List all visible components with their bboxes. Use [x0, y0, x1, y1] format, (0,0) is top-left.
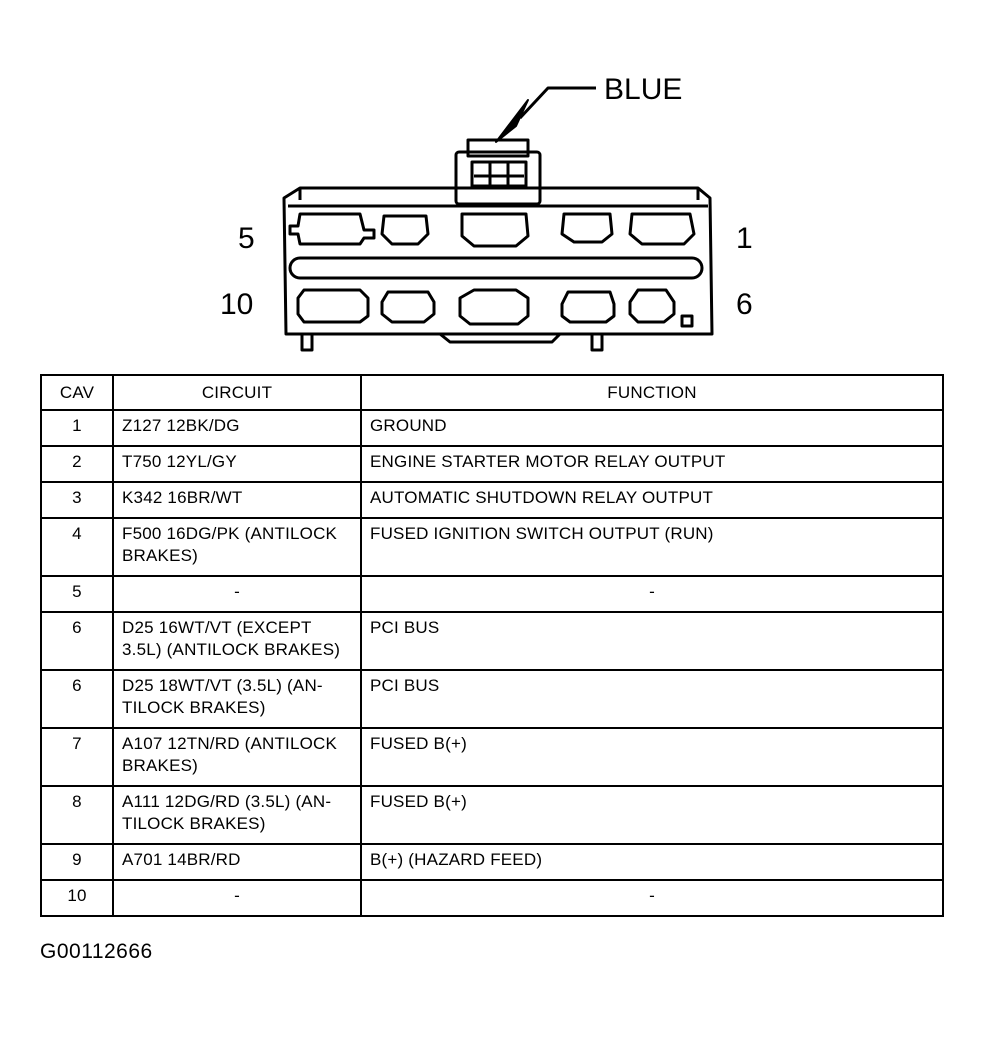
cav-cell: 10 — [40, 879, 114, 917]
table-row: 9 A701 14BR/RD B(+) (HAZARD FEED) — [40, 843, 944, 881]
center-rail — [288, 256, 704, 280]
cav-cell: 6 — [40, 669, 114, 729]
cav-cell: 7 — [40, 727, 114, 787]
cavity-row-top — [288, 212, 696, 248]
circuit-cell: F500 16DG/PK (ANTILOCK BRAKES) — [112, 517, 362, 577]
function-cell: ENGINE STARTER MOTOR RELAY OUTPUT — [360, 445, 944, 483]
cav-cell: 8 — [40, 785, 114, 845]
connector-latch — [454, 138, 542, 206]
circuit-cell: A107 12TN/RD (ANTILOCK BRAKES) — [112, 727, 362, 787]
table-row: 1 Z127 12BK/DG GROUND — [40, 409, 944, 447]
table-row: 5 - - — [40, 575, 944, 613]
table-row: 8 A111 12DG/RD (3.5L) (AN-TILOCK BRAKES)… — [40, 785, 944, 845]
table-header-row: CAV CIRCUIT FUNCTION — [40, 374, 944, 411]
function-cell: - — [360, 575, 944, 613]
table-row: 6 D25 16WT/VT (EXCEPT 3.5L) (ANTILOCK BR… — [40, 611, 944, 671]
connector-body — [282, 186, 714, 352]
pin-label-1: 1 — [736, 222, 753, 255]
color-label: BLUE — [604, 73, 682, 106]
function-cell: FUSED IGNITION SWITCH OUTPUT (RUN) — [360, 517, 944, 577]
table-row: 7 A107 12TN/RD (ANTILOCK BRAKES) FUSED B… — [40, 727, 944, 787]
function-cell: PCI BUS — [360, 669, 944, 729]
table-row: 3 K342 16BR/WT AUTOMATIC SHUTDOWN RELAY … — [40, 481, 944, 519]
function-cell: PCI BUS — [360, 611, 944, 671]
function-cell: GROUND — [360, 409, 944, 447]
circuit-cell: D25 18WT/VT (3.5L) (AN-TILOCK BRAKES) — [112, 669, 362, 729]
cav-cell: 9 — [40, 843, 114, 881]
pin-label-10: 10 — [220, 288, 253, 321]
table-row: 6 D25 18WT/VT (3.5L) (AN-TILOCK BRAKES) … — [40, 669, 944, 729]
table-row: 4 F500 16DG/PK (ANTILOCK BRAKES) FUSED I… — [40, 517, 944, 577]
circuit-cell: K342 16BR/WT — [112, 481, 362, 519]
pin-label-6: 6 — [736, 288, 753, 321]
figure-id: G00112666 — [40, 940, 153, 963]
cav-cell: 4 — [40, 517, 114, 577]
circuit-cell: A111 12DG/RD (3.5L) (AN-TILOCK BRAKES) — [112, 785, 362, 845]
connector-diagram: BLUE 5 1 10 6 — [220, 73, 753, 352]
function-cell: B(+) (HAZARD FEED) — [360, 843, 944, 881]
function-cell: FUSED B(+) — [360, 727, 944, 787]
table-row: 2 T750 12YL/GY ENGINE STARTER MOTOR RELA… — [40, 445, 944, 483]
function-cell: FUSED B(+) — [360, 785, 944, 845]
circuit-cell: - — [112, 575, 362, 613]
circuit-cell: T750 12YL/GY — [112, 445, 362, 483]
function-cell: AUTOMATIC SHUTDOWN RELAY OUTPUT — [360, 481, 944, 519]
circuit-cell: - — [112, 879, 362, 917]
leader-line — [518, 86, 596, 120]
header-function: FUNCTION — [360, 374, 944, 411]
cav-cell: 1 — [40, 409, 114, 447]
table-row: 10 - - — [40, 879, 944, 917]
circuit-cell: Z127 12BK/DG — [112, 409, 362, 447]
header-circuit: CIRCUIT — [112, 374, 362, 411]
cav-cell: 5 — [40, 575, 114, 613]
circuit-cell: A701 14BR/RD — [112, 843, 362, 881]
arrow-head — [495, 99, 529, 143]
pin-label-5: 5 — [238, 222, 255, 255]
cav-cell: 2 — [40, 445, 114, 483]
function-cell: - — [360, 879, 944, 917]
cav-cell: 6 — [40, 611, 114, 671]
circuit-cell: D25 16WT/VT (EXCEPT 3.5L) (ANTILOCK BRAK… — [112, 611, 362, 671]
pinout-table: CAV CIRCUIT FUNCTION 1 Z127 12BK/DG GROU… — [40, 374, 944, 917]
cav-cell: 3 — [40, 481, 114, 519]
cavity-row-bottom — [296, 288, 694, 328]
header-cav: CAV — [40, 374, 114, 411]
